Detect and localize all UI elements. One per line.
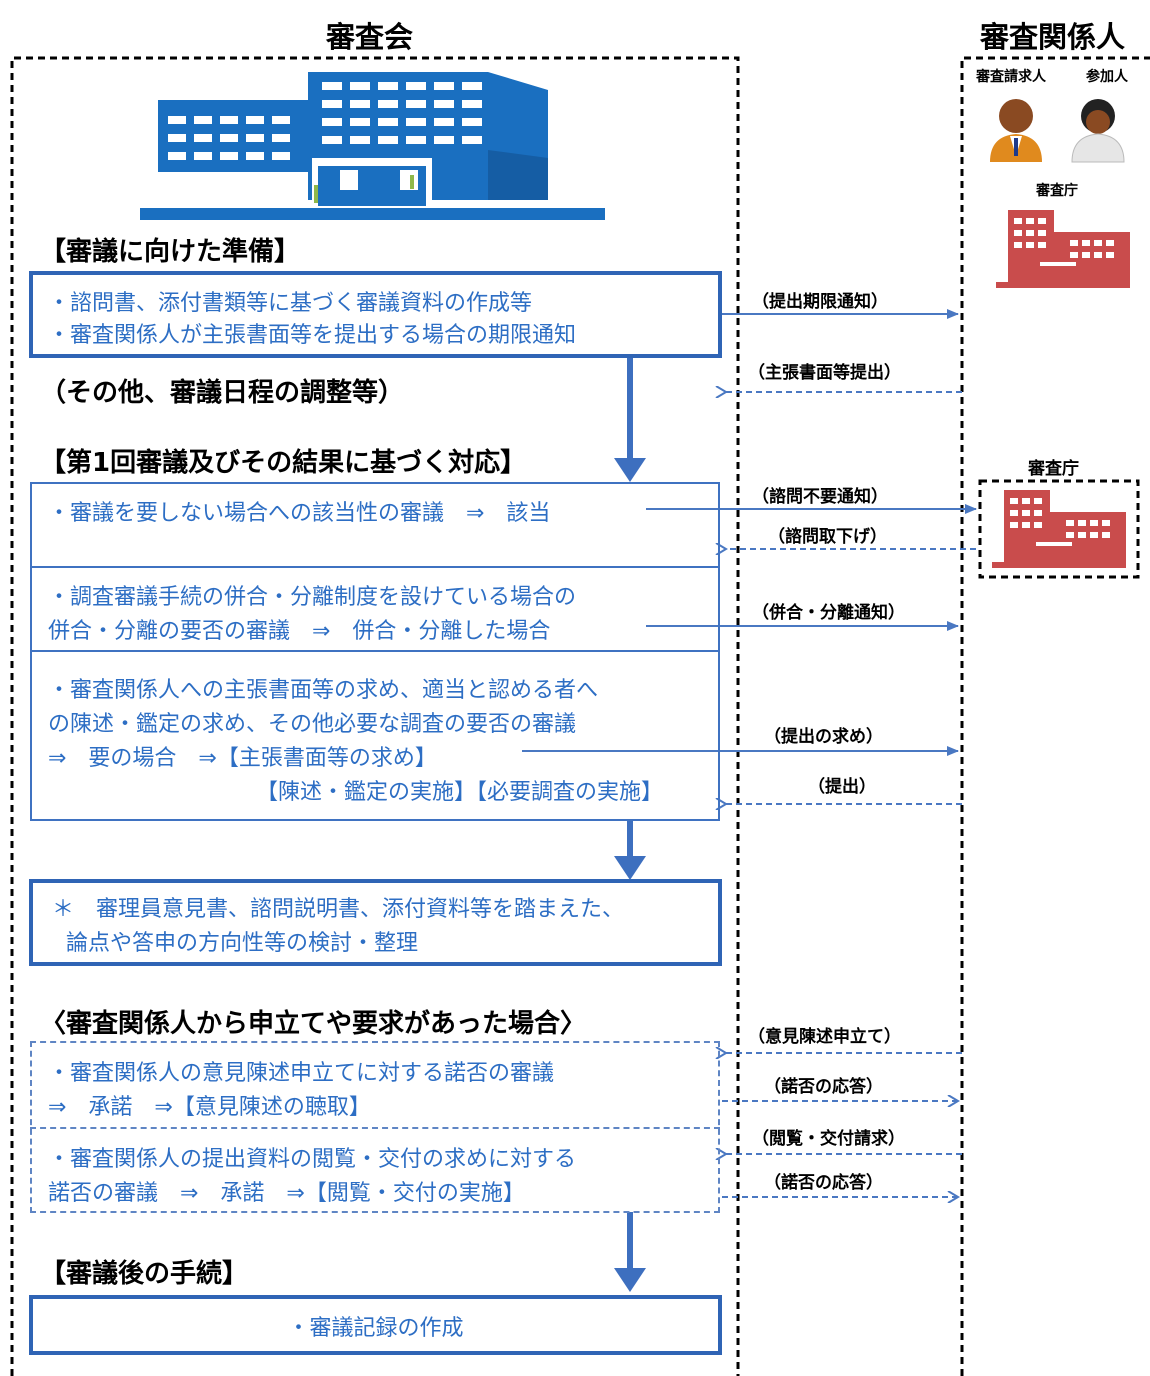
msg-response-1: （諾否の応答） <box>764 1077 883 1097</box>
prep-title: 【審議に向けた準備】 <box>40 237 301 267</box>
request-divider <box>30 1127 720 1129</box>
prep-other: （その他、審議日程の調整等） <box>40 378 405 408</box>
agency-building-icon-mid <box>992 490 1126 568</box>
msg-opinion-petition: （意見陳述申立て） <box>748 1027 901 1047</box>
first-title: 【第1回審議及びその結果に基づく対応】 <box>40 448 527 478</box>
participant-person-icon <box>1071 99 1125 163</box>
review-box <box>29 879 722 966</box>
shinsakai-header: 審査会 <box>326 20 414 54</box>
msg-response-2: （諾否の応答） <box>764 1173 883 1193</box>
shinsa-kankeinin-header: 審査関係人 <box>980 20 1126 54</box>
first-item-3-line-2: の陳述・鑑定の求め、その他必要な調査の要否の審議 <box>48 712 577 737</box>
msg-submit-docs: （主張書面等提出） <box>748 363 901 383</box>
request-item-2-line-1: ・審査関係人の提出資料の閲覧・交付の求めに対する <box>48 1147 577 1172</box>
first-item-3-line-3: ⇒ 要の場合 ⇒【主張書面等の求め】 <box>48 746 437 771</box>
requester-person-icon <box>990 99 1042 162</box>
after-item: ・審議記録の作成 <box>287 1316 464 1341</box>
review-line-2: 論点や答申の方向性等の検討・整理 <box>66 931 419 956</box>
msg-request-submit: （提出の求め） <box>764 727 883 747</box>
after-box <box>29 1295 722 1355</box>
first-item-3-line-4: 【陳述・鑑定の実施】【必要調査の実施】 <box>256 780 664 805</box>
agency-label-mid: 審査庁 <box>1028 459 1079 479</box>
first-divider-2 <box>30 650 720 652</box>
msg-no-consult: （諮問不要通知） <box>752 487 888 507</box>
prep-box <box>29 271 722 358</box>
participant-label: 参加人 <box>1086 69 1128 85</box>
msg-view-request: （閲覧・交付請求） <box>752 1129 905 1149</box>
msg-deadline-notice: （提出期限通知） <box>752 292 888 312</box>
request-item-1-line-1: ・審査関係人の意見陳述申立てに対する諾否の審議 <box>48 1061 555 1086</box>
request-title: 〈審査関係人から申立てや要求があった場合〉 <box>40 1009 587 1039</box>
building-icon <box>140 72 605 220</box>
agency-building-icon-top <box>996 210 1130 288</box>
flow-arrows <box>614 358 646 1292</box>
first-item-2-line-2: 併合・分離の要否の審議 ⇒ 併合・分離した場合 <box>48 619 551 644</box>
msg-withdraw: （諮問取下げ） <box>768 527 887 547</box>
first-divider-1 <box>30 566 720 568</box>
msg-submit: （提出） <box>808 777 876 797</box>
prep-line-2: ・審査関係人が主張書面等を提出する場合の期限通知 <box>48 323 577 348</box>
shinsakai-lane <box>10 56 740 1376</box>
first-item-2-line-1: ・調査審議手続の併合・分離制度を設けている場合の <box>48 585 577 610</box>
request-item-1-line-2: ⇒ 承諾 ⇒【意見陳述の聴取】 <box>48 1095 371 1120</box>
msg-merge-notice: （併合・分離通知） <box>752 603 905 623</box>
kankeinin-lane <box>960 56 1150 1376</box>
requester-label: 審査請求人 <box>976 69 1046 85</box>
prep-line-1: ・諮問書、添付書類等に基づく審議資料の作成等 <box>48 291 533 316</box>
agency-box <box>978 479 1140 579</box>
after-title: 【審議後の手続】 <box>40 1259 249 1289</box>
first-item-3-line-1: ・審査関係人への主張書面等の求め、適当と認める者へ <box>48 678 599 703</box>
review-line-1: ＊ 審理員意見書、諮問説明書、添付資料等を踏まえた、 <box>52 897 625 922</box>
first-item-1: ・審議を要しない場合への該当性の審議 ⇒ 該当 <box>48 501 551 526</box>
agency-label-top: 審査庁 <box>1036 183 1078 199</box>
request-item-2-line-2: 諾否の審議 ⇒ 承諾 ⇒【閲覧・交付の実施】 <box>48 1181 525 1206</box>
